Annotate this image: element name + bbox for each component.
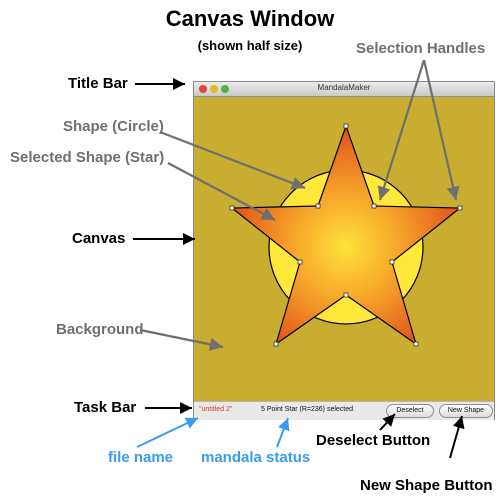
handle-arrow-left bbox=[377, 59, 426, 201]
diagram-title: Canvas Window bbox=[165, 6, 335, 31]
label-file-name: file name bbox=[108, 449, 174, 466]
window-title: MandalaMaker bbox=[317, 83, 371, 92]
new-shape-button[interactable]: New Shape bbox=[439, 404, 493, 418]
label-canvas: Canvas bbox=[72, 230, 126, 247]
label-task-bar: Task Bar bbox=[74, 399, 137, 416]
selection-handle[interactable] bbox=[315, 203, 321, 209]
canvas-window: MandalaMaker bbox=[193, 81, 495, 420]
selection-handle[interactable] bbox=[343, 123, 349, 129]
selection-handle[interactable] bbox=[343, 292, 349, 298]
selection-handle[interactable] bbox=[297, 259, 303, 265]
selection-handle[interactable] bbox=[389, 259, 395, 265]
selection-handle[interactable] bbox=[273, 341, 279, 347]
label-background: Background bbox=[56, 321, 144, 338]
label-mandala-status: mandala status bbox=[201, 449, 311, 466]
selection-handle[interactable] bbox=[371, 203, 377, 209]
selection-handle[interactable] bbox=[229, 205, 235, 211]
handle-arrow-right bbox=[422, 59, 460, 201]
diagram-subtitle: (shown half size) bbox=[197, 38, 303, 53]
label-selection-handles: Selection Handles bbox=[356, 40, 486, 57]
status-arrow bbox=[276, 417, 290, 448]
zoom-icon[interactable] bbox=[221, 85, 229, 93]
minimize-icon[interactable] bbox=[210, 85, 218, 93]
task-bar: "untitled 2" 5 Point Star (R=236) select… bbox=[194, 401, 494, 420]
label-new-shape-button: New Shape Button bbox=[360, 477, 493, 494]
selection-handle[interactable] bbox=[413, 341, 419, 347]
label-shape-circle: Shape (Circle) bbox=[63, 118, 164, 135]
file-name-arrow bbox=[136, 417, 199, 448]
background-arrow bbox=[139, 328, 224, 351]
mandala-status-text: 5 Point Star (R=236) selected bbox=[261, 406, 354, 413]
circle-arrow bbox=[159, 130, 306, 190]
new-shape-arrow bbox=[449, 415, 465, 459]
deselect-arrow bbox=[379, 413, 396, 431]
deselect-button[interactable]: Deselect bbox=[386, 404, 434, 418]
file-name-text: "untitled 2" bbox=[199, 406, 233, 413]
label-deselect-button: Deselect Button bbox=[316, 432, 431, 449]
title-bar: MandalaMaker bbox=[194, 82, 494, 97]
close-icon[interactable] bbox=[199, 85, 207, 93]
label-title-bar: Title Bar bbox=[68, 75, 128, 92]
star-arrow bbox=[167, 162, 276, 221]
selection-handle[interactable] bbox=[457, 205, 463, 211]
label-selected-shape: Selected Shape (Star) bbox=[10, 149, 165, 166]
